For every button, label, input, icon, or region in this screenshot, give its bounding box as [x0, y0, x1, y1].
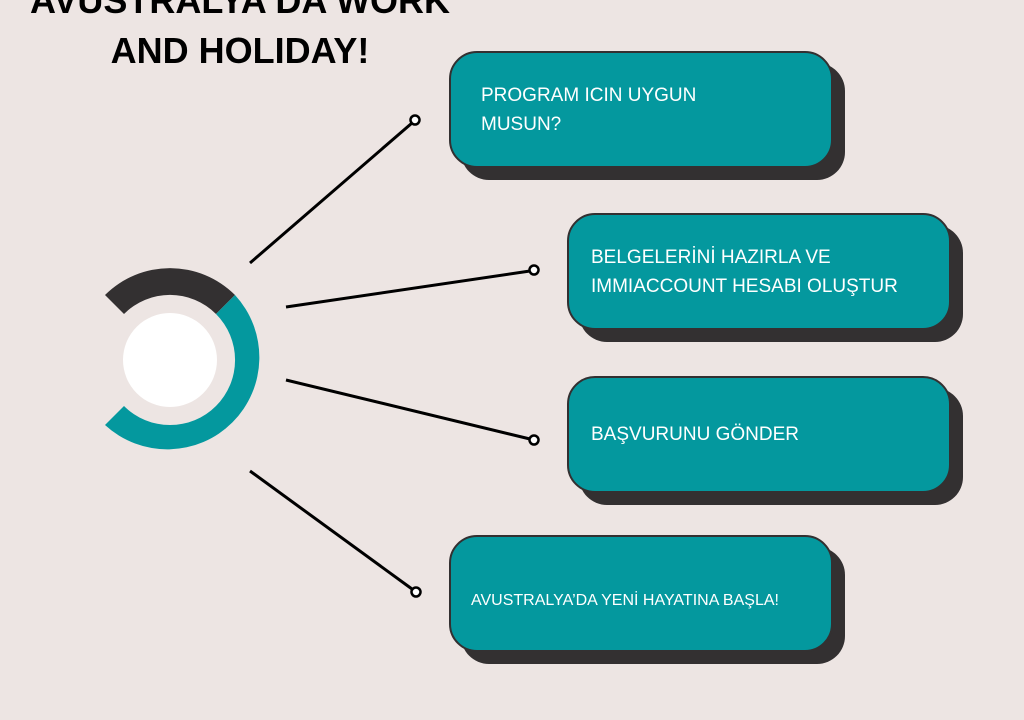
title-line-2: AND HOLIDAY! — [110, 30, 370, 71]
connector-line-2 — [285, 269, 531, 309]
step-box-3: BAŞVURUNU GÖNDER — [567, 376, 963, 505]
step-text-3: BAŞVURUNU GÖNDER — [567, 376, 951, 493]
ring-center-circle — [123, 313, 217, 407]
step-box-2: BELGELERİNİ HAZIRLA VE IMMIACCOUNT HESAB… — [567, 213, 963, 342]
connector-line-3 — [285, 378, 531, 441]
connector-line-1 — [249, 121, 413, 265]
connector-dot-2 — [528, 264, 540, 276]
step-text-2: BELGELERİNİ HAZIRLA VE IMMIACCOUNT HESAB… — [567, 213, 951, 330]
step-box-4: AVUSTRALYA’DA YENİ HAYATINA BAŞLA! — [449, 535, 845, 664]
connector-dot-1 — [409, 114, 421, 126]
step-text-4: AVUSTRALYA’DA YENİ HAYATINA BAŞLA! — [449, 535, 833, 652]
connector-line-4 — [249, 469, 413, 591]
connector-dot-3 — [528, 434, 540, 446]
step-box-1: PROGRAM ICIN UYGUN MUSUN? — [449, 51, 845, 180]
connector-dot-4 — [410, 586, 422, 598]
step-text-1: PROGRAM ICIN UYGUN MUSUN? — [449, 51, 833, 168]
ring-teal-segment — [105, 295, 260, 450]
title-line-1: AVUSTRALYA'DA WORK — [30, 0, 450, 21]
ring-dark-segment — [105, 268, 235, 314]
